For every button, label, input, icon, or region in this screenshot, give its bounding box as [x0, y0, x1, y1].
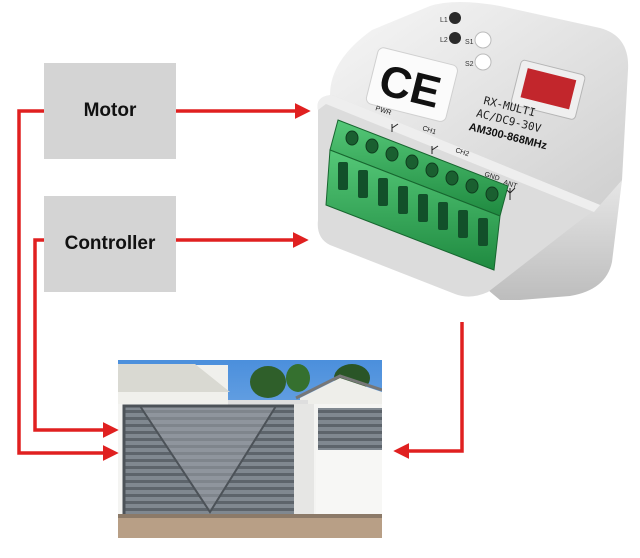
arrow-controller-to-gate [35, 240, 114, 430]
arrow-receiver-to-gate [398, 322, 462, 451]
